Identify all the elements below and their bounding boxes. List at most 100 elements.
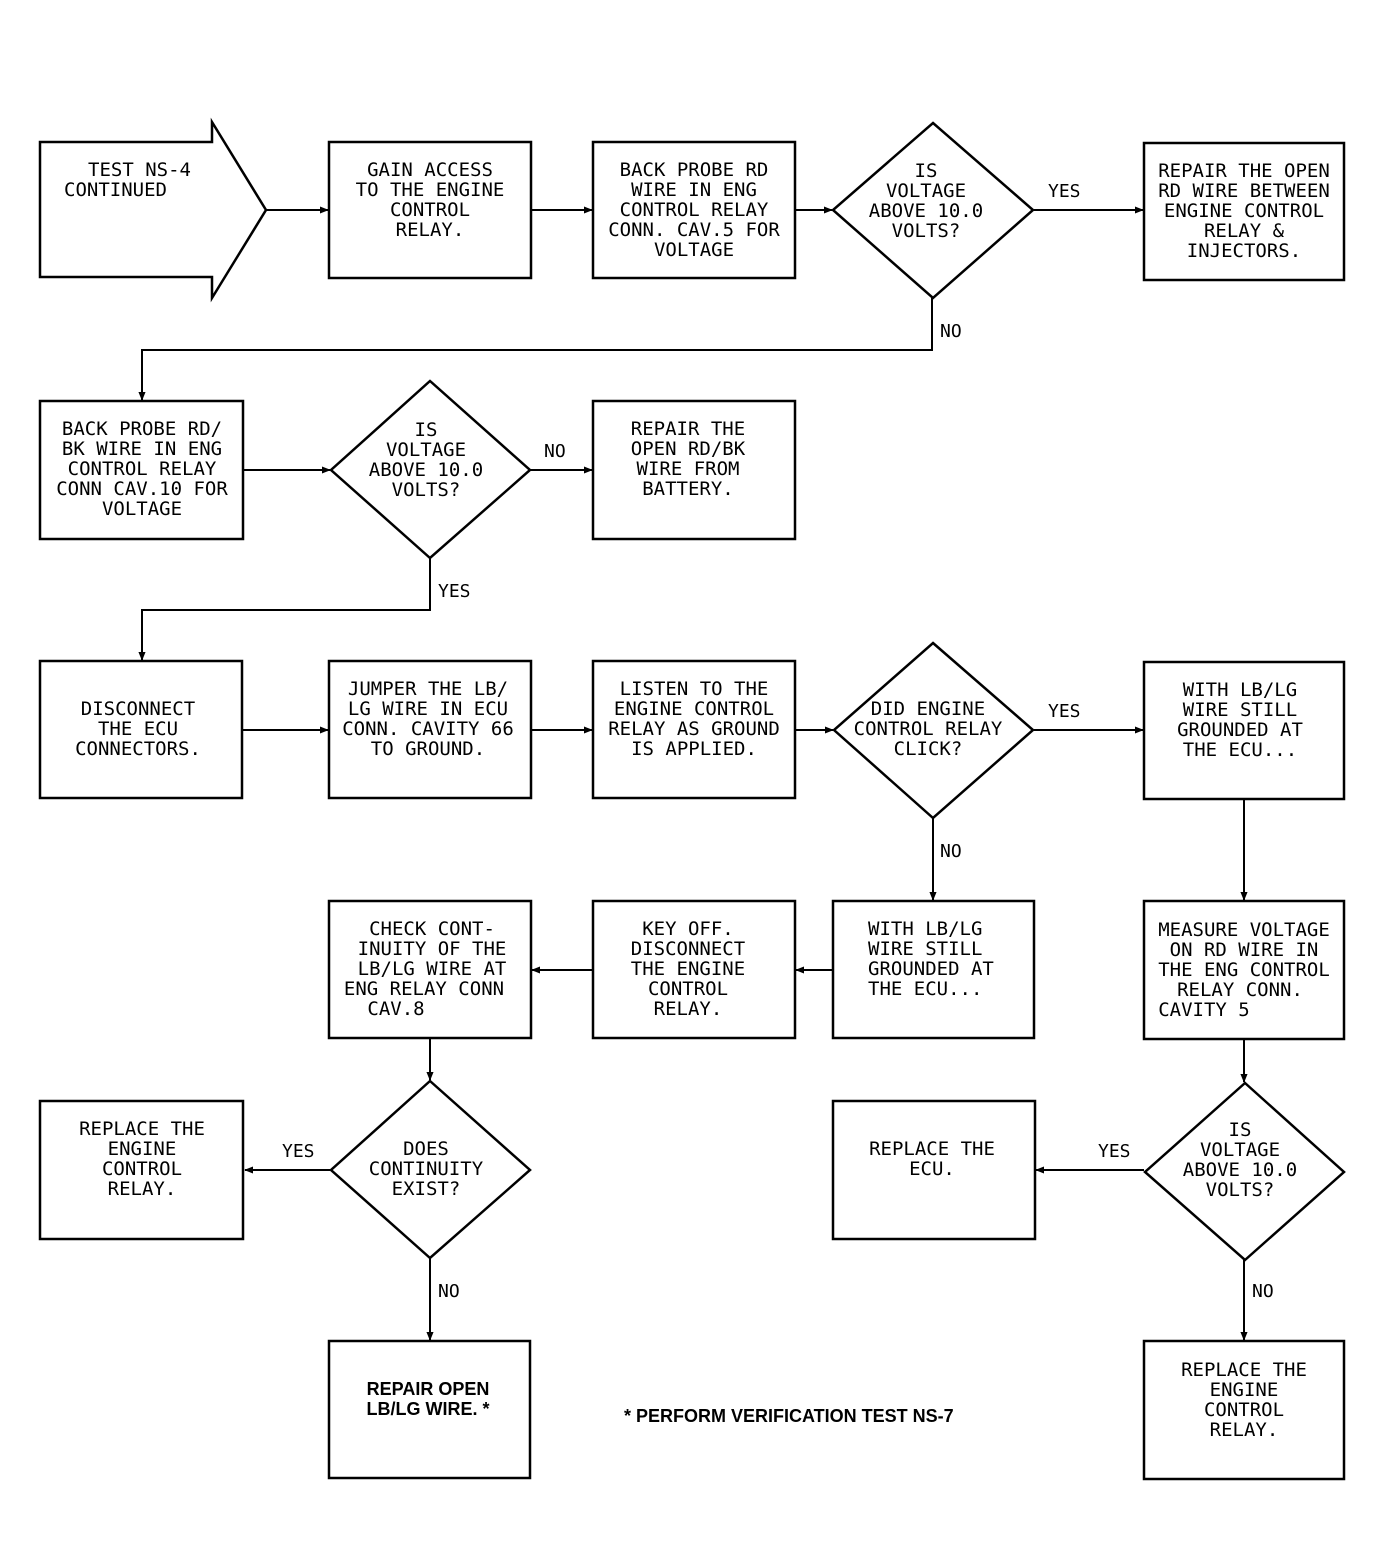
replace-ecu-box [831, 1099, 1037, 1241]
node-text-line: GROUNDED AT [1177, 719, 1303, 741]
node-text-line: VOLTS? [392, 479, 461, 501]
branch-labels: YES NO NO YES YES NO YES YES NO NO [282, 181, 1274, 1302]
node-text-line: CONN. CAVITY 66 [342, 718, 514, 740]
back-probe-rd-box [591, 140, 797, 280]
node-text-line: ABOVE 10.0 [369, 459, 483, 481]
node-text-line: INUITY OF THE [358, 938, 507, 960]
node-text-line: CONTROL [390, 199, 470, 221]
with-lblg-mid-box [831, 899, 1036, 1040]
node-text-line: THE ENG CONTROL [1158, 959, 1330, 981]
node-text-line: REPAIR OPEN [367, 1379, 490, 1399]
label-yes-q3: YES [1098, 1141, 1131, 1162]
node-text-line: CONTROL RELAY [854, 718, 1003, 740]
node-text-line: DISCONNECT [631, 938, 745, 960]
repair-open-rdbk-box [591, 399, 797, 541]
node-text-line: CONNECTORS. [75, 738, 201, 760]
node-text-line: TO GROUND. [371, 738, 485, 760]
node-text-line: RELAY & [1204, 220, 1285, 242]
node-text-line: MEASURE VOLTAGE [1158, 919, 1330, 941]
node-text-line: LB/LG WIRE. * [367, 1399, 490, 1419]
node-text-line: RD WIRE BETWEEN [1158, 180, 1330, 202]
key-off-box [591, 899, 797, 1040]
node-text-line: VOLTAGE [102, 498, 182, 520]
node-text-line: LISTEN TO THE [620, 678, 769, 700]
node-text-line: IS [915, 160, 938, 182]
node-text-line: GAIN ACCESS [367, 159, 493, 181]
node-text-line: JUMPER THE LB/ [348, 678, 508, 700]
label-no-q3: NO [1252, 1281, 1274, 1302]
node-text-line: IS [1229, 1119, 1252, 1141]
label-no-q-continuity: NO [438, 1281, 460, 1302]
node-text-line: RELAY. [396, 219, 465, 241]
gain-access-box [327, 140, 533, 280]
node-text-line: DOES [403, 1138, 449, 1160]
footnote: * PERFORM VERIFICATION TEST NS-7 [624, 1406, 954, 1426]
node-shapes [38, 117, 1346, 1481]
node-text-line: ON RD WIRE IN [1170, 939, 1319, 961]
label-yes-q2: YES [438, 581, 471, 602]
node-text-line: OPEN RD/BK [631, 438, 746, 460]
jumper-box [327, 659, 533, 800]
label-no-q-click: NO [940, 841, 962, 862]
node-text-line: ENGINE [108, 1138, 177, 1160]
node-text-line: VOLTAGE [886, 180, 966, 202]
node-text-line: REPAIR THE [631, 418, 745, 440]
edge-q2-yes-to-disconnect [138, 558, 431, 661]
q-voltage-1-diamond [831, 121, 1035, 300]
node-text-line: ENG RELAY CONN [344, 978, 504, 1000]
node-text-line: CONTINUITY [369, 1158, 484, 1180]
node-text-line: BACK PROBE RD/ [62, 418, 222, 440]
node-text-line: CONN CAV.10 FOR [56, 478, 228, 500]
node-text-line: ABOVE 10.0 [1183, 1159, 1297, 1181]
node-text-line: VOLTAGE [386, 439, 466, 461]
node-text-line: LB/LG WIRE AT [358, 958, 507, 980]
q-voltage-3-diamond [1143, 1081, 1346, 1262]
node-text-line: ENGINE CONTROL [614, 698, 774, 720]
node-text-line: IS APPLIED. [631, 738, 757, 760]
node-text-line: RELAY. [654, 998, 723, 1020]
edges [138, 206, 1248, 1341]
node-text-line: TO THE ENGINE [356, 179, 505, 201]
node-text-line: ENGINE CONTROL [1164, 200, 1324, 222]
node-text-line: KEY OFF. [642, 918, 734, 940]
node-text-line: WITH LB/LG [868, 918, 982, 940]
node-text-line: DISCONNECT [81, 698, 195, 720]
node-text-line: REPLACE THE [79, 1118, 205, 1140]
measure-voltage-box [1142, 899, 1346, 1041]
check-continuity-box [327, 899, 533, 1040]
node-text-line: ECU. [909, 1158, 955, 1180]
node-text-line: CAV.8 [367, 998, 424, 1020]
node-text-line: CHECK CONT- [369, 918, 495, 940]
node-text-line: RELAY AS GROUND [608, 718, 780, 740]
node-text-line: GROUNDED AT [868, 958, 994, 980]
node-text-line: RELAY. [1210, 1419, 1279, 1441]
node-text-line: WIRE IN ENG [631, 179, 757, 201]
node-text-line: CONTROL [648, 978, 728, 1000]
replace-relay-left-box [38, 1099, 245, 1241]
q-continuity-diamond [329, 1079, 532, 1260]
node-text-line: ENGINE [1210, 1379, 1279, 1401]
node-text-line: VOLTS? [1206, 1179, 1275, 1201]
node-text-line: TEST NS-4 [88, 159, 191, 181]
node-text-line: RELAY CONN. [1177, 979, 1303, 1001]
start-arrow-shape [38, 117, 268, 303]
node-text-line: THE ECU... [1183, 739, 1297, 761]
node-text-line: RELAY. [108, 1178, 177, 1200]
repair-open-rd-box [1142, 141, 1346, 282]
